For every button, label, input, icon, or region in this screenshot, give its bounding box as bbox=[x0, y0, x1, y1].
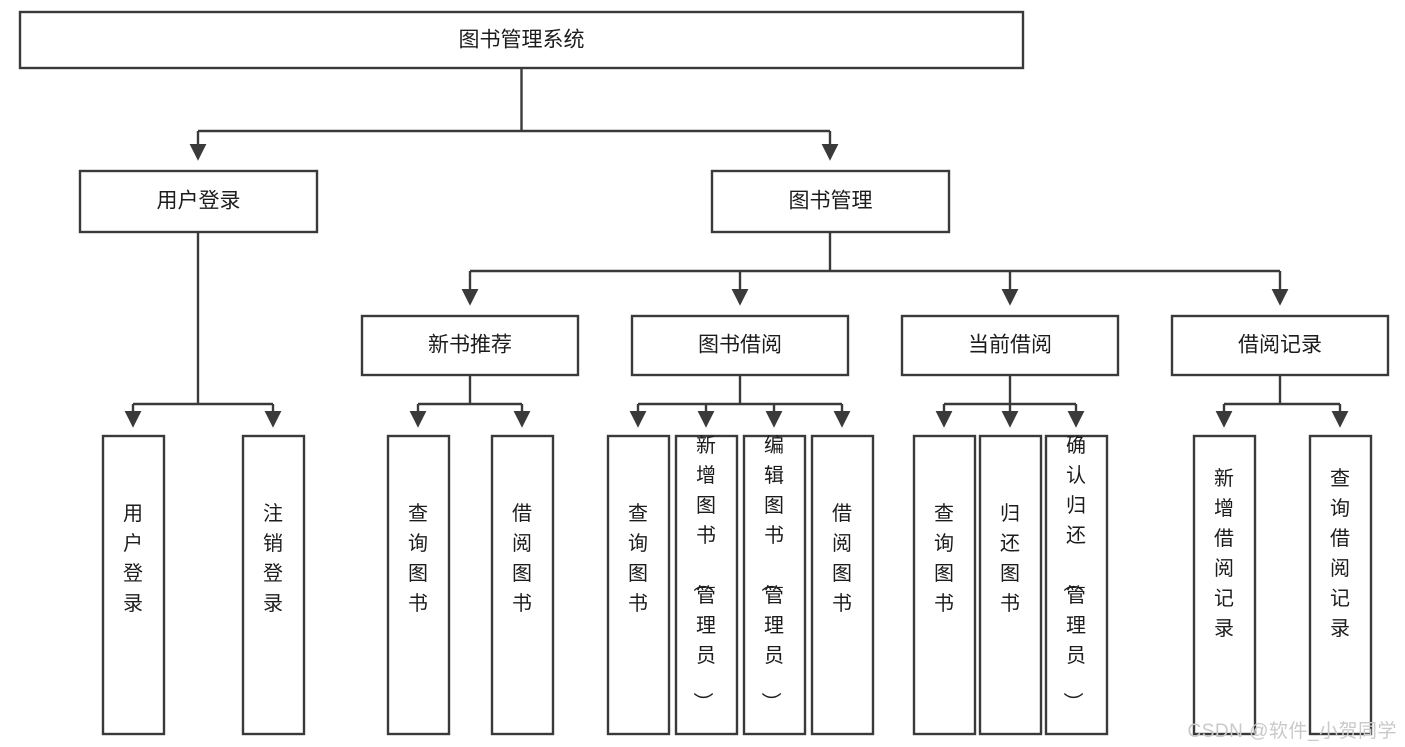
leaf-query-book-2-box bbox=[606, 434, 671, 736]
node-book-borrow-box bbox=[630, 314, 850, 377]
leaf-borrow-book-2-label: 借阅图书 bbox=[832, 502, 852, 615]
node-book-borrow-label: 图书借阅 bbox=[698, 334, 782, 357]
leaf-borrow-book-1-box bbox=[490, 434, 555, 736]
leaf-query-borrow-record[interactable]: 查询借阅记录 bbox=[1308, 434, 1373, 736]
node-root-box bbox=[18, 10, 1025, 70]
leaf-add-book-label: 新增图书（管理员） bbox=[691, 434, 716, 712]
node-new-book-recommend[interactable]: 新书推荐 bbox=[360, 314, 580, 377]
leaf-borrow-book-1-label: 借阅图书 bbox=[512, 502, 532, 615]
csdn-watermark: CSDN @软件_小贺同学 bbox=[1187, 721, 1397, 742]
node-borrow-record-box bbox=[1170, 314, 1390, 377]
leaf-add-borrow-record-box bbox=[1192, 434, 1257, 736]
node-new-book-recommend-box bbox=[360, 314, 580, 377]
leaf-borrow-book-2[interactable]: 借阅图书 bbox=[810, 434, 875, 736]
leaf-query-book-3-box bbox=[912, 434, 977, 736]
leaf-query-book-3-label: 查询图书 bbox=[934, 502, 954, 615]
leaf-user-logout-box bbox=[241, 434, 306, 736]
node-user-login[interactable]: 用户登录 bbox=[78, 169, 319, 234]
node-current-borrow-label: 当前借阅 bbox=[968, 334, 1052, 357]
leaf-return-book[interactable]: 归还图书 bbox=[978, 434, 1043, 736]
node-current-borrow-box bbox=[900, 314, 1120, 377]
leaf-borrow-book-1[interactable]: 借阅图书 bbox=[490, 434, 555, 736]
leaf-user-login-box bbox=[101, 434, 166, 736]
node-root-label: 图书管理系统 bbox=[459, 29, 585, 52]
leaf-edit-book-box bbox=[742, 434, 807, 736]
leaf-add-borrow-record[interactable]: 新增借阅记录 bbox=[1192, 434, 1257, 736]
leaf-edit-book[interactable]: 编辑图书（管理员） bbox=[742, 434, 807, 736]
leaf-user-logout-label: 注销登录 bbox=[263, 502, 283, 615]
node-user-login-label: 用户登录 bbox=[157, 190, 241, 213]
leaf-confirm-return-box bbox=[1044, 434, 1109, 736]
node-current-borrow[interactable]: 当前借阅 bbox=[900, 314, 1120, 377]
leaf-confirm-return-label: 确认归还（管理员） bbox=[1061, 434, 1086, 712]
leaf-query-book-1-label: 查询图书 bbox=[408, 502, 428, 615]
node-root[interactable]: 图书管理系统 bbox=[18, 10, 1025, 70]
leaf-edit-book-label: 编辑图书（管理员） bbox=[759, 434, 784, 712]
leaf-query-borrow-record-label: 查询借阅记录 bbox=[1330, 467, 1350, 640]
edge-group bbox=[124, 68, 1349, 428]
leaf-add-book-box bbox=[674, 434, 739, 736]
node-book-borrow[interactable]: 图书借阅 bbox=[630, 314, 850, 377]
node-book-management[interactable]: 图书管理 bbox=[710, 169, 951, 234]
node-new-book-recommend-label: 新书推荐 bbox=[428, 334, 512, 357]
leaf-return-book-box bbox=[978, 434, 1043, 736]
leaf-user-login-label: 用户登录 bbox=[123, 503, 143, 615]
leaf-query-book-2-label: 查询图书 bbox=[628, 502, 648, 615]
node-user-login-box bbox=[78, 169, 319, 234]
leaf-query-book-2[interactable]: 查询图书 bbox=[606, 434, 671, 736]
leaf-add-book[interactable]: 新增图书（管理员） bbox=[674, 434, 739, 736]
leaf-borrow-book-2-box bbox=[810, 434, 875, 736]
node-borrow-record[interactable]: 借阅记录 bbox=[1170, 314, 1390, 377]
leaf-return-book-label: 归还图书 bbox=[1000, 502, 1020, 615]
leaf-query-book-1[interactable]: 查询图书 bbox=[386, 434, 451, 736]
leaf-query-book-3[interactable]: 查询图书 bbox=[912, 434, 977, 736]
node-book-management-box bbox=[710, 169, 951, 234]
leaf-confirm-return[interactable]: 确认归还（管理员） bbox=[1044, 434, 1109, 736]
leaf-add-borrow-record-label: 新增借阅记录 bbox=[1214, 467, 1234, 640]
leaf-query-borrow-record-box bbox=[1308, 434, 1373, 736]
node-book-management-label: 图书管理 bbox=[789, 190, 873, 213]
leaf-user-logout[interactable]: 注销登录 bbox=[241, 434, 306, 736]
node-borrow-record-label: 借阅记录 bbox=[1238, 334, 1322, 357]
leaf-query-book-1-box bbox=[386, 434, 451, 736]
leaf-user-login[interactable]: 用户登录 bbox=[101, 434, 166, 736]
